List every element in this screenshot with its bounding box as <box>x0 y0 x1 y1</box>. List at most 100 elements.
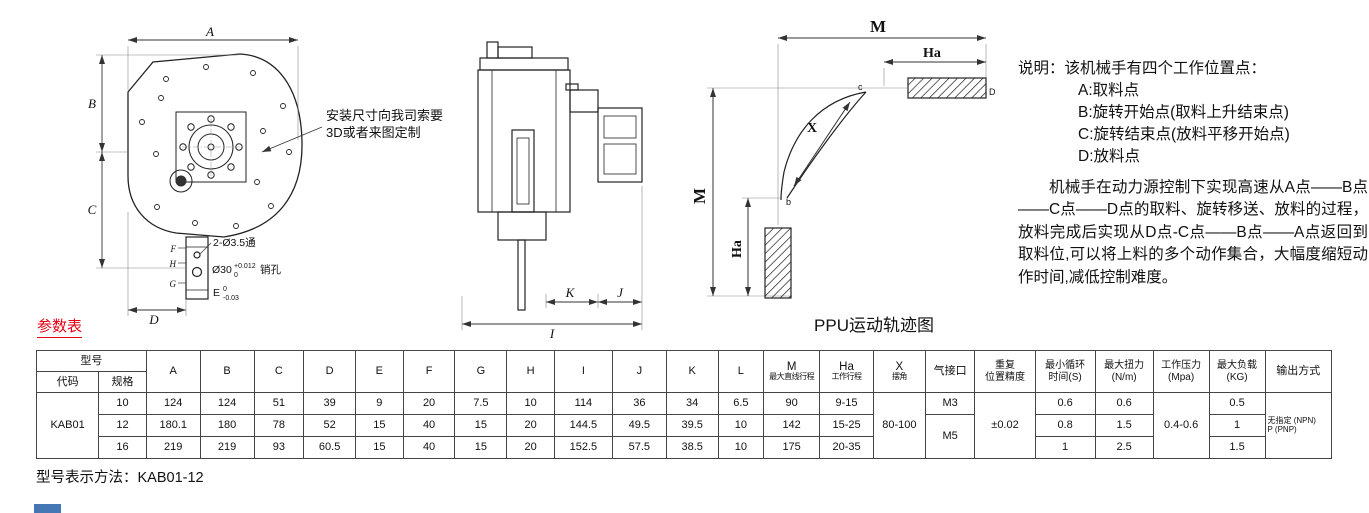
col-c-header: C <box>253 350 305 393</box>
col-f-header: F <box>402 350 456 393</box>
notes-title: 说明：该机械手有四个工作位置点： <box>1018 60 1267 77</box>
col-g-header: G <box>454 350 508 393</box>
table-cell: 219 <box>145 436 201 459</box>
table-cell: 20 <box>506 436 555 459</box>
table-cell: 219 <box>199 436 255 459</box>
dim-j: J <box>598 285 642 305</box>
front-view-drawing: A B C D F H G 2-Ø3.5通 <box>88 24 443 327</box>
pin-hole-tol-top: +0.012 <box>234 263 256 270</box>
note-point-c: C:旋转结束点(放料平移开始点) <box>1078 126 1290 143</box>
table-cell: 16 <box>98 436 147 459</box>
dim-ha-top: Ha <box>883 46 986 86</box>
table-cell: 9 <box>355 392 404 415</box>
col-spec-header: 规格 <box>98 371 147 393</box>
dim-x-label: X <box>807 121 817 136</box>
table-cell: 114 <box>553 392 613 415</box>
plate-holes <box>139 64 292 229</box>
table-cell: 175 <box>763 436 821 459</box>
table-cell: 6.5 <box>717 392 765 415</box>
table-cell: 49.5 <box>611 414 667 437</box>
pin-hole-label: Ø30 <box>212 264 232 276</box>
side-body <box>477 41 643 311</box>
col-i-header: I <box>553 350 613 393</box>
callout-line1: 安装尺寸向我司索要 <box>326 108 443 123</box>
e-tol-bot: -0.03 <box>223 295 239 302</box>
note-point-d: D:放料点 <box>1078 148 1141 165</box>
col-torque-header: 最大扭力 (N/m) <box>1094 350 1154 393</box>
dim-f-label: F <box>170 244 177 254</box>
dim-d-label: D <box>148 312 159 327</box>
dim-a: A <box>127 24 299 140</box>
dim-m-top-label: M <box>870 17 886 36</box>
e-dim-annotation: E 0 -0.03 <box>213 286 239 302</box>
table-cell: 12 <box>98 414 147 437</box>
pin-hole-suffix: 销孔 <box>260 263 281 276</box>
e-tol-top: 0 <box>223 286 227 293</box>
table-cell: 90 <box>763 392 821 415</box>
dim-x: X <box>793 101 851 187</box>
col-e-header: E <box>355 350 404 393</box>
dim-ha-top-label: Ha <box>923 46 941 61</box>
table-cell: 20-35 <box>819 436 874 459</box>
table-label: 参数表 <box>37 315 83 338</box>
table-cell: 1.5 <box>1208 436 1266 459</box>
dim-g-label: G <box>170 279 177 289</box>
note-point-a: A:取料点 <box>1078 82 1140 99</box>
table-cell: 7.5 <box>454 392 508 415</box>
dim-k-label: K <box>565 285 576 300</box>
output-mode-cell: 无指定 (NPN) P (PNP) <box>1264 392 1333 459</box>
col-x-sub: 摆角 <box>891 372 907 382</box>
table-row: 16 219 219 93 60.5 15 40 15 20 152.5 57.… <box>37 436 1332 459</box>
table-cell: 57.5 <box>611 436 667 459</box>
col-model-header: 型号 <box>36 350 147 372</box>
callout-line2: 3D或者来图定制 <box>326 125 421 140</box>
table-cell: 1 <box>1034 436 1096 459</box>
table-cell: 15-25 <box>819 414 874 437</box>
dim-m-top: M <box>777 17 987 225</box>
table-cell: 40 <box>402 436 456 459</box>
dim-d: D <box>127 212 187 327</box>
notes-block: 说明：该机械手有四个工作位置点： A:取料点 B:旋转开始点(取料上升结束点) … <box>1018 58 1368 289</box>
table-cell: 180 <box>199 414 255 437</box>
dim-i-label: I <box>549 326 555 341</box>
table-cell: 20 <box>506 414 555 437</box>
table-cell: 0.6 <box>1034 392 1096 415</box>
side-view-drawing: K J I <box>461 41 643 341</box>
col-code-header: 代码 <box>35 371 100 393</box>
table-cell: 15 <box>355 436 404 459</box>
dim-h-label: H <box>169 259 177 269</box>
table-cell: 40 <box>402 414 456 437</box>
dim-k: K <box>546 285 598 305</box>
table-cell: 124 <box>199 392 255 415</box>
table-cell: 15 <box>454 414 508 437</box>
corner-mark <box>34 504 61 513</box>
col-pressure-header: 工作压力 (Mpa) <box>1152 350 1210 393</box>
col-k-header: K <box>665 350 719 393</box>
col-x-main: X <box>895 360 904 373</box>
col-output-header: 输出方式 <box>1264 350 1333 393</box>
dim-j-label: J <box>617 285 624 300</box>
mounting-flange <box>175 111 247 183</box>
table-cell: 142 <box>763 414 821 437</box>
col-m-sub: 最大直线行程 <box>769 372 815 382</box>
table-cell: 20 <box>402 392 456 415</box>
table-cell: 144.5 <box>553 414 613 437</box>
table-cell: 2.5 <box>1094 436 1154 459</box>
point-d-label: D <box>989 87 996 97</box>
trajectory-diagram: M Ha D M Ha c b X P <box>690 17 996 335</box>
col-l-header: L <box>717 350 765 393</box>
table-cell: 15 <box>454 436 508 459</box>
table-cell: 10 <box>717 436 765 459</box>
table-cell: 51 <box>253 392 305 415</box>
col-load-header: 最大负载 (KG) <box>1208 350 1266 393</box>
col-b-header: B <box>199 350 255 393</box>
table-cell: 0.6 <box>1094 392 1154 415</box>
motion-curve <box>780 91 867 201</box>
model-code-cell: KAB01 <box>35 392 100 459</box>
table-cell: 78 <box>253 414 305 437</box>
col-cycle-header: 最小循环 时间(S) <box>1034 350 1096 393</box>
table-cell: 180.1 <box>145 414 201 437</box>
